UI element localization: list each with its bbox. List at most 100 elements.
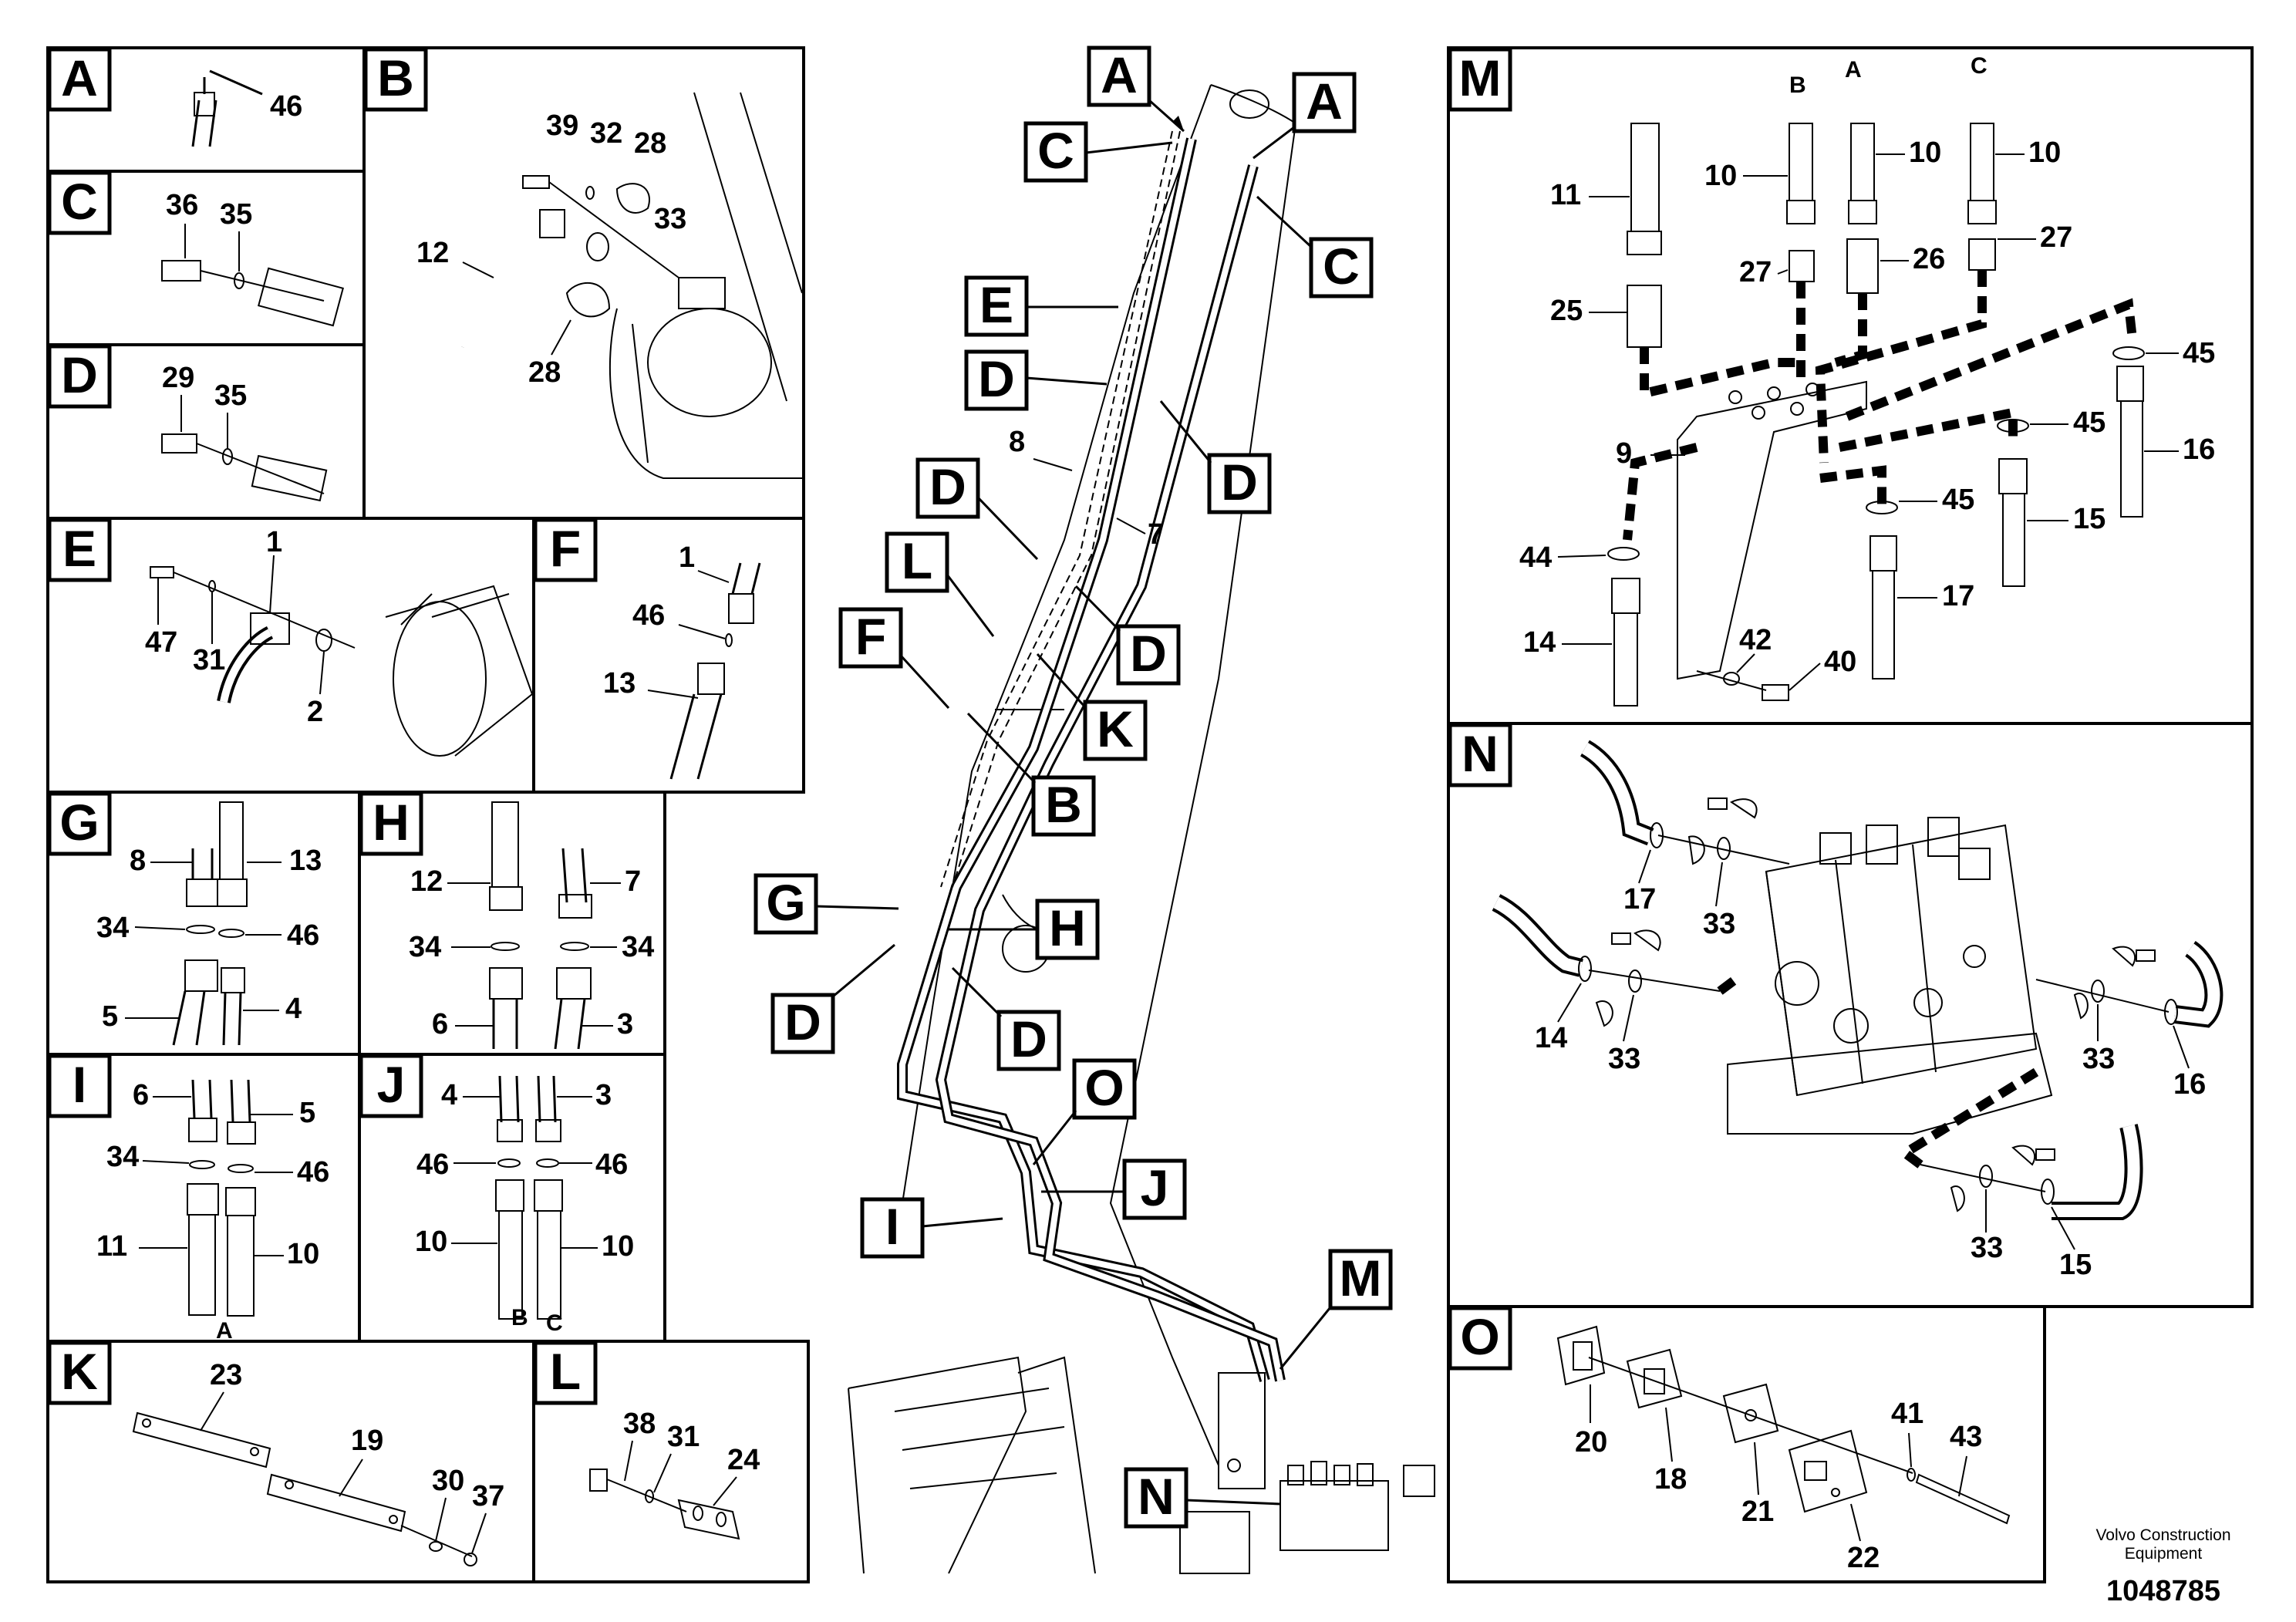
- callout-g: G: [754, 873, 899, 935]
- callout-d-4: D: [1074, 585, 1181, 686]
- svg-text:7: 7: [625, 865, 641, 898]
- bolt-29: [161, 433, 197, 454]
- svg-text:28: 28: [634, 127, 666, 160]
- panel-k: K 23 19 30 37: [47, 1340, 504, 1566]
- panel-i-title: I: [72, 1056, 86, 1113]
- svg-text:1: 1: [679, 541, 695, 574]
- svg-text:7: 7: [1148, 518, 1164, 551]
- callout-d-3: D: [915, 457, 1039, 561]
- svg-text:13: 13: [289, 845, 322, 877]
- panel-a-title-box: [47, 47, 112, 112]
- callout-d-1: D: [964, 349, 1108, 411]
- panel-j-title: J: [377, 1056, 406, 1113]
- panel-n: N: [1448, 723, 2224, 1281]
- clamp-18: [1626, 1348, 1683, 1409]
- credit-line-1: Volvo Construction: [2095, 1526, 2230, 1544]
- svg-text:4: 4: [441, 1079, 457, 1111]
- svg-text:17: 17: [1623, 883, 1656, 916]
- clamp-20: [1556, 1325, 1606, 1386]
- svg-text:41: 41: [1891, 1398, 1923, 1430]
- panel-m-title: M: [1459, 49, 1502, 106]
- callout-n: N: [1124, 1467, 1281, 1529]
- callout-h: H: [949, 899, 1100, 960]
- svg-text:11: 11: [96, 1230, 127, 1263]
- svg-text:10: 10: [602, 1230, 634, 1263]
- washer-35: [234, 272, 244, 289]
- panel-n-title: N: [1462, 725, 1499, 782]
- svg-text:C: C: [1323, 238, 1360, 295]
- svg-text:K: K: [1097, 700, 1134, 757]
- svg-text:10: 10: [415, 1226, 447, 1258]
- left-panel-frames: [46, 46, 810, 1583]
- svg-text:45: 45: [1942, 484, 1974, 516]
- svg-text:D: D: [978, 350, 1015, 407]
- svg-text:I: I: [885, 1198, 899, 1255]
- svg-text:39: 39: [546, 110, 578, 142]
- panel-k-title: K: [61, 1343, 98, 1400]
- svg-text:46: 46: [297, 1156, 329, 1189]
- svg-text:17: 17: [1942, 580, 1974, 612]
- svg-text:46: 46: [632, 599, 665, 632]
- panel-g: G 8 13 34 46 5 4: [47, 791, 322, 1046]
- svg-text:22: 22: [1847, 1542, 1880, 1574]
- clamp-21: [1722, 1383, 1779, 1444]
- panel-c: C 36 35: [47, 170, 344, 327]
- callout-e: E: [964, 275, 1118, 337]
- svg-text:D: D: [1130, 625, 1167, 682]
- svg-text:16: 16: [2183, 433, 2215, 466]
- callout-k: K: [1036, 653, 1148, 761]
- svg-text:4: 4: [285, 993, 302, 1025]
- svg-text:1: 1: [266, 526, 282, 558]
- bolt-36: [161, 260, 201, 282]
- svg-text:C: C: [1971, 53, 1988, 79]
- callout-f: F: [838, 607, 950, 710]
- panel-d: D 29 35: [47, 344, 328, 502]
- svg-text:47: 47: [145, 626, 177, 659]
- block-24: [677, 1499, 740, 1540]
- svg-text:43: 43: [1950, 1421, 1982, 1453]
- svg-text:6: 6: [133, 1079, 149, 1111]
- panel-m: M: [1448, 47, 2215, 706]
- panel-l-title: L: [550, 1343, 581, 1400]
- strap-19: [266, 1473, 406, 1533]
- callout-c-2: C: [1256, 195, 1374, 298]
- bolt-47: [150, 566, 174, 578]
- valve-base: [1727, 1032, 2053, 1135]
- svg-text:34: 34: [409, 931, 441, 963]
- svg-text:G: G: [766, 874, 805, 931]
- callout-a-1: A: [1087, 46, 1185, 133]
- svg-text:8: 8: [130, 845, 146, 877]
- oring-33: [586, 232, 609, 261]
- panel-b-title: B: [377, 49, 414, 106]
- svg-text:46: 46: [287, 919, 319, 952]
- svg-text:A: A: [1101, 46, 1138, 103]
- svg-text:29: 29: [162, 362, 194, 394]
- panel-o-title: O: [1460, 1308, 1499, 1365]
- svg-text:46: 46: [416, 1148, 449, 1181]
- panel-i: I 6 5 34 46 11 10 A: [47, 1054, 329, 1344]
- panel-j-port-b: B: [511, 1305, 528, 1330]
- callout-i: I: [860, 1197, 1003, 1259]
- svg-text:14: 14: [1535, 1022, 1567, 1054]
- svg-text:3: 3: [595, 1079, 612, 1111]
- svg-text:36: 36: [166, 189, 198, 221]
- control-valve-body: [1765, 824, 2038, 1097]
- panel-h: H 12 7 34 34 6 3: [359, 791, 654, 1050]
- svg-text:12: 12: [410, 865, 443, 898]
- panel-l: L 38 31 24: [533, 1340, 760, 1540]
- hose-fitting-a: [191, 99, 217, 147]
- panel-a: A 46: [47, 47, 302, 147]
- svg-text:46: 46: [595, 1148, 628, 1181]
- bracket-9: [1677, 380, 1867, 680]
- svg-text:34: 34: [106, 1141, 139, 1173]
- panel-c-title: C: [61, 173, 98, 230]
- panel-h-title: H: [373, 794, 410, 851]
- footer: Volvo Construction Equipment 1048785: [2095, 1526, 2230, 1607]
- svg-text:N: N: [1138, 1468, 1175, 1525]
- svg-text:40: 40: [1824, 646, 1856, 678]
- svg-text:8: 8: [1009, 426, 1025, 458]
- svg-text:F: F: [855, 608, 886, 665]
- panel-e-title: E: [62, 520, 96, 577]
- washer-2: [315, 629, 332, 652]
